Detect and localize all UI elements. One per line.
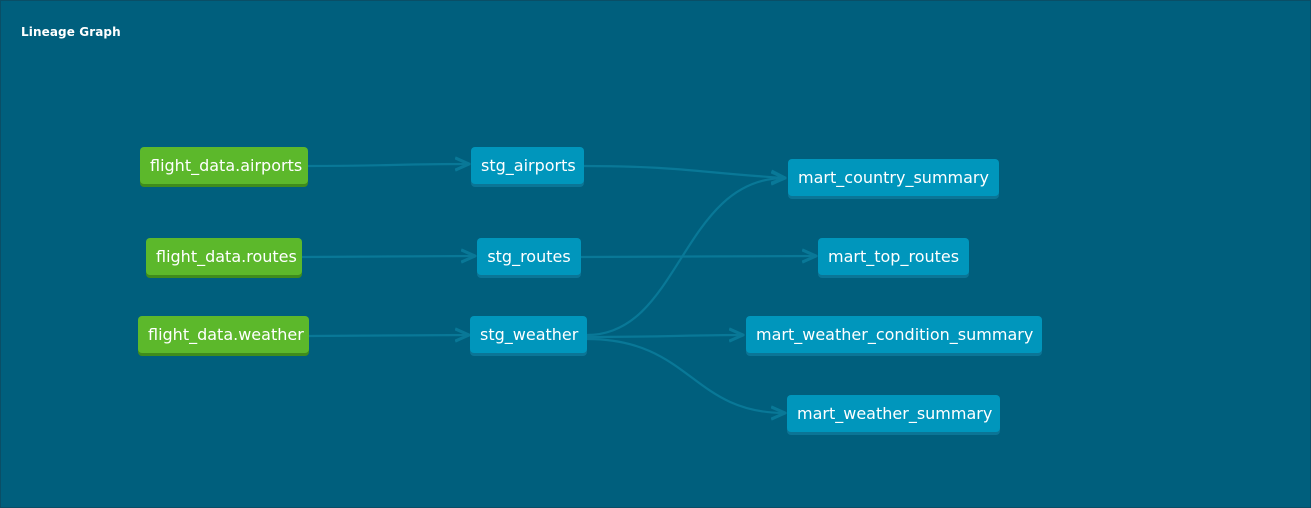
node-mart-country-summary[interactable]: mart_country_summary: [788, 159, 999, 196]
edge-src-airports-stg-airports: [307, 164, 469, 166]
node-mart-top-routes[interactable]: mart_top_routes: [818, 238, 969, 275]
edge-stg-airports-mart-country-summary: [583, 164, 785, 178]
edge-stg-weather-mart-weather-condition-summary: [586, 335, 743, 337]
edge-src-weather-stg-weather: [308, 335, 469, 336]
edge-src-routes-stg-routes: [301, 256, 475, 257]
node-flight-data-airports[interactable]: flight_data.airports: [140, 147, 308, 184]
panel-title: Lineage Graph: [21, 25, 121, 39]
node-flight-data-weather[interactable]: flight_data.weather: [138, 316, 309, 353]
node-stg-weather[interactable]: stg_weather: [470, 316, 587, 353]
node-mart-weather-condition-summary[interactable]: mart_weather_condition_summary: [746, 316, 1042, 353]
node-stg-routes[interactable]: stg_routes: [477, 238, 581, 275]
edge-stg-weather-mart-weather-summary: [586, 337, 785, 413]
edge-stg-routes-mart-top-routes: [580, 256, 816, 257]
node-flight-data-routes[interactable]: flight_data.routes: [146, 238, 302, 275]
node-stg-airports[interactable]: stg_airports: [471, 147, 584, 184]
node-mart-weather-summary[interactable]: mart_weather_summary: [787, 395, 1000, 432]
